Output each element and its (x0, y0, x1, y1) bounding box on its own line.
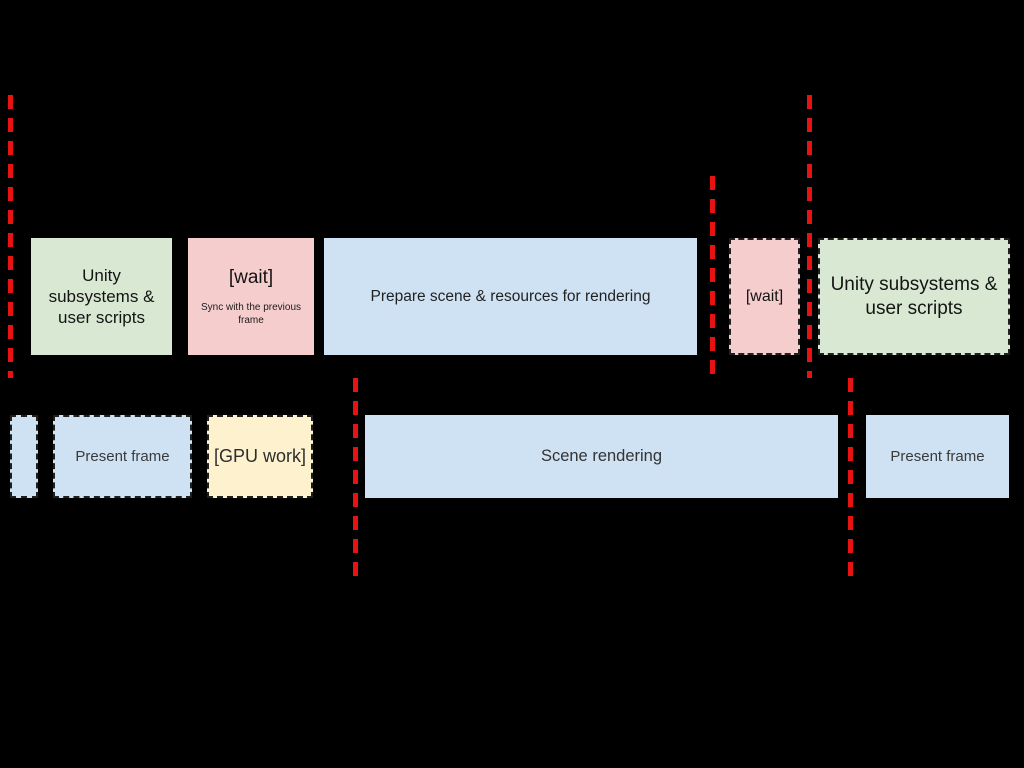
box-prepare-scene-label: Prepare scene & resources for rendering (370, 287, 651, 305)
box-unity-subsystems-next-label: Unity subsystems & user scripts (830, 273, 998, 319)
frame-boundary-line-2 (710, 176, 715, 378)
box-gpu-work: [GPU work] (207, 415, 313, 498)
box-gpu-work-label: [GPU work] (213, 446, 306, 466)
box-wait-sync-label: [wait] (228, 266, 274, 288)
box-present-frame-label: Present frame (75, 448, 170, 465)
box-scene-rendering: Scene rendering (365, 415, 838, 498)
box-unity-subsystems: Unity subsystems & user scripts (31, 238, 172, 355)
frame-boundary-line-5 (848, 378, 853, 580)
box-wait-sync: [wait] Sync with the previous frame (188, 238, 314, 355)
box-unity-subsystems-label: Unity subsystems & user scripts (48, 265, 155, 328)
box-prepare-scene: Prepare scene & resources for rendering (324, 238, 697, 355)
box-present-frame-next-label: Present frame (890, 448, 985, 465)
box-previous-frame-stub (10, 415, 38, 498)
frame-boundary-line-4 (353, 378, 358, 580)
box-wait-sync-sublabel: Sync with the previous frame (200, 301, 302, 326)
box-present-frame: Present frame (53, 415, 192, 498)
box-scene-rendering-label: Scene rendering (540, 447, 663, 465)
box-wait-next-frame-label: [wait] (745, 287, 784, 305)
frame-boundary-line-3 (807, 95, 812, 378)
box-present-frame-next: Present frame (866, 415, 1009, 498)
frame-boundary-line-1 (8, 95, 13, 378)
box-unity-subsystems-next: Unity subsystems & user scripts (818, 238, 1010, 355)
box-wait-next-frame: [wait] (729, 238, 800, 355)
